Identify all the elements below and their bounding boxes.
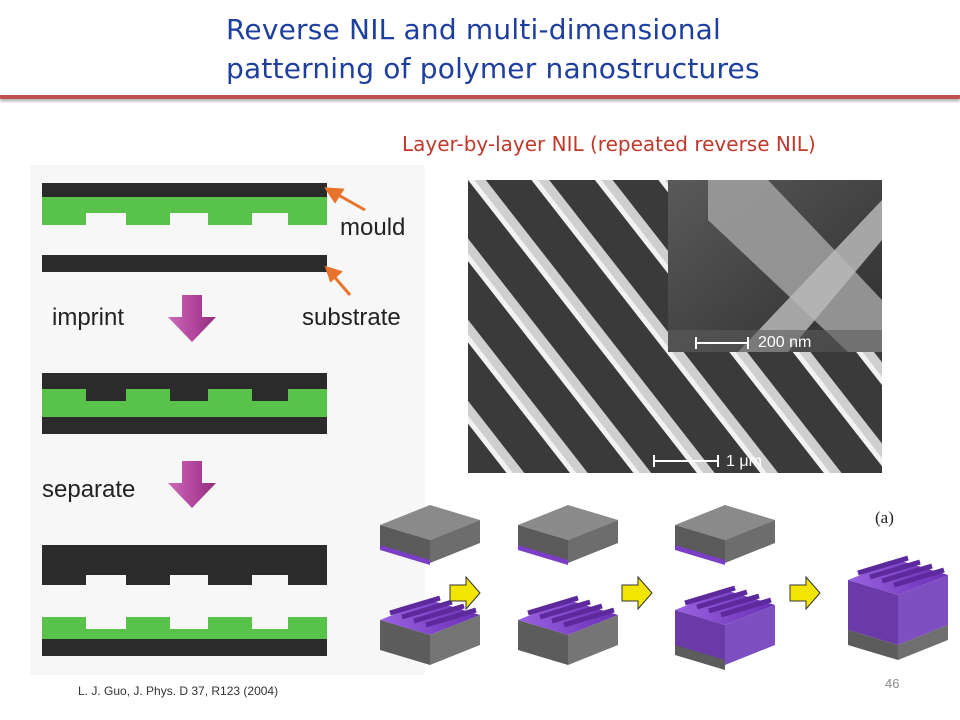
panel-label-a: (a) <box>875 508 894 527</box>
layer-diagram-svg: (a) <box>380 505 948 670</box>
mould-stack <box>42 183 327 225</box>
sem-micrograph-svg: 200 nm 1 μm <box>468 180 882 473</box>
down-arrow-imprint <box>168 295 216 342</box>
down-arrow-separate <box>168 461 216 508</box>
title-line-1: Reverse NIL and multi-dimensional <box>226 13 721 46</box>
stamp-3 <box>675 505 775 565</box>
pointer-arrow-mould <box>324 187 366 212</box>
separated-mould <box>42 545 327 585</box>
imprinted-stack <box>42 373 327 434</box>
citation: L. J. Guo, J. Phys. D 37, R123 (2004) <box>78 684 279 698</box>
main-scale-bar: 1 μm <box>653 453 762 470</box>
sem-inset: 200 nm <box>668 180 882 352</box>
final-structure <box>848 555 948 660</box>
substrate-label: substrate <box>302 304 401 331</box>
process-diagram-svg: mould substrate imprint separate <box>42 183 405 656</box>
subtitle: Layer-by-layer NIL (repeated reverse NIL… <box>402 132 816 156</box>
substrate-plate <box>42 255 327 272</box>
inset-scale-label: 200 nm <box>758 334 811 351</box>
layer-by-layer-diagram: (a) <box>370 485 960 685</box>
substrate-3 <box>675 585 775 670</box>
page-number: 46 <box>885 676 900 691</box>
mould-label: mould <box>340 214 405 241</box>
separate-label: separate <box>42 476 135 503</box>
title-divider <box>0 95 960 99</box>
stamp-1 <box>380 505 480 565</box>
pointer-arrow-substrate <box>324 265 352 296</box>
title-line-2: patterning of polymer nanostructures <box>226 52 760 85</box>
substrate-1 <box>380 595 480 665</box>
process-diagram: mould substrate imprint separate <box>30 165 425 675</box>
step-arrow-3 <box>789 575 821 611</box>
step-arrow-2 <box>621 575 653 611</box>
sem-micrograph: 200 nm 1 μm <box>468 180 882 473</box>
slide-title: Reverse NIL and multi-dimensional patter… <box>226 10 926 88</box>
main-scale-label: 1 μm <box>726 453 762 470</box>
step-arrow-1 <box>449 575 481 611</box>
substrate-2 <box>518 595 618 665</box>
imprint-label: imprint <box>52 304 124 331</box>
stamp-2 <box>518 505 618 565</box>
separated-substrate <box>42 617 327 656</box>
